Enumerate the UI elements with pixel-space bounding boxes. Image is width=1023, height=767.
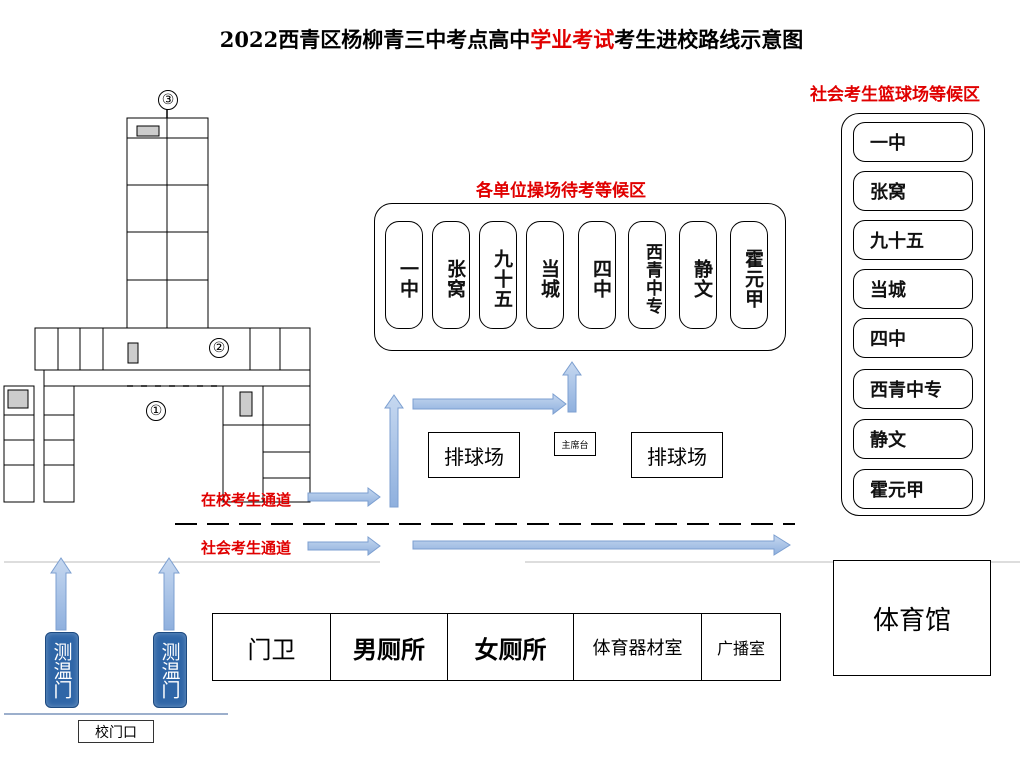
social-zone (841, 113, 985, 516)
social-unit: 当城 (853, 269, 973, 309)
playground-unit: 四中 (578, 221, 616, 329)
playground-unit: 西青中专 (628, 221, 666, 329)
social-unit: 西青中专 (853, 369, 973, 409)
volleyball-court-right: 排球场 (631, 432, 723, 478)
route-arrows (50, 361, 791, 631)
social-unit: 四中 (853, 318, 973, 358)
marker-3: ③ (158, 90, 178, 110)
facility-guard: 门卫 (213, 614, 331, 680)
marker-2: ② (209, 338, 229, 358)
playground-unit: 九十五 (479, 221, 517, 329)
facility-sports-equipment: 体育器材室 (574, 614, 702, 680)
social-unit: 静文 (853, 419, 973, 459)
facility-broadcast: 广播室 (716, 639, 765, 658)
temperature-gate-left: 测温门 (45, 632, 79, 708)
school-gate: 校门口 (78, 720, 154, 743)
playground-zone (374, 203, 786, 351)
school-channel-label: 在校考生通道 (201, 491, 292, 509)
marker-1: ① (146, 401, 166, 421)
facility-mens-toilet: 男厕所 (331, 614, 448, 680)
social-unit: 张窝 (853, 171, 973, 211)
teaching-building (3, 117, 311, 503)
playground-unit: 张窝 (432, 221, 470, 329)
rostrum: 主席台 (554, 432, 596, 456)
title-prefix: 2022西青区杨柳青三中考点高中 (219, 27, 531, 52)
volleyball-court-left: 排球场 (428, 432, 520, 478)
playground-unit: 当城 (526, 221, 564, 329)
social-unit: 霍元甲 (853, 469, 973, 509)
social-channel-label: 社会考生通道 (201, 539, 292, 557)
title-highlight: 学业考试 (530, 27, 615, 52)
social-unit: 一中 (853, 122, 973, 162)
playground-unit: 一中 (385, 221, 423, 329)
page-title: 2022西青区杨柳青三中考点高中学业考试考生进校路线示意图 (0, 24, 1023, 54)
title-suffix: 考生进校路线示意图 (614, 27, 804, 52)
facility-womens-toilet: 女厕所 (448, 614, 574, 680)
playground-unit: 静文 (679, 221, 717, 329)
playground-unit: 霍元甲 (730, 221, 768, 329)
social-zone-label: 社会考生篮球场等候区 (810, 85, 980, 105)
social-unit: 九十五 (853, 220, 973, 260)
facilities-row: 门卫 男厕所 女厕所 体育器材室 广播室 (212, 613, 781, 681)
playground-zone-label: 各单位操场待考等候区 (476, 181, 646, 201)
gymnasium: 体育馆 (833, 560, 991, 676)
temperature-gate-right: 测温门 (153, 632, 187, 708)
